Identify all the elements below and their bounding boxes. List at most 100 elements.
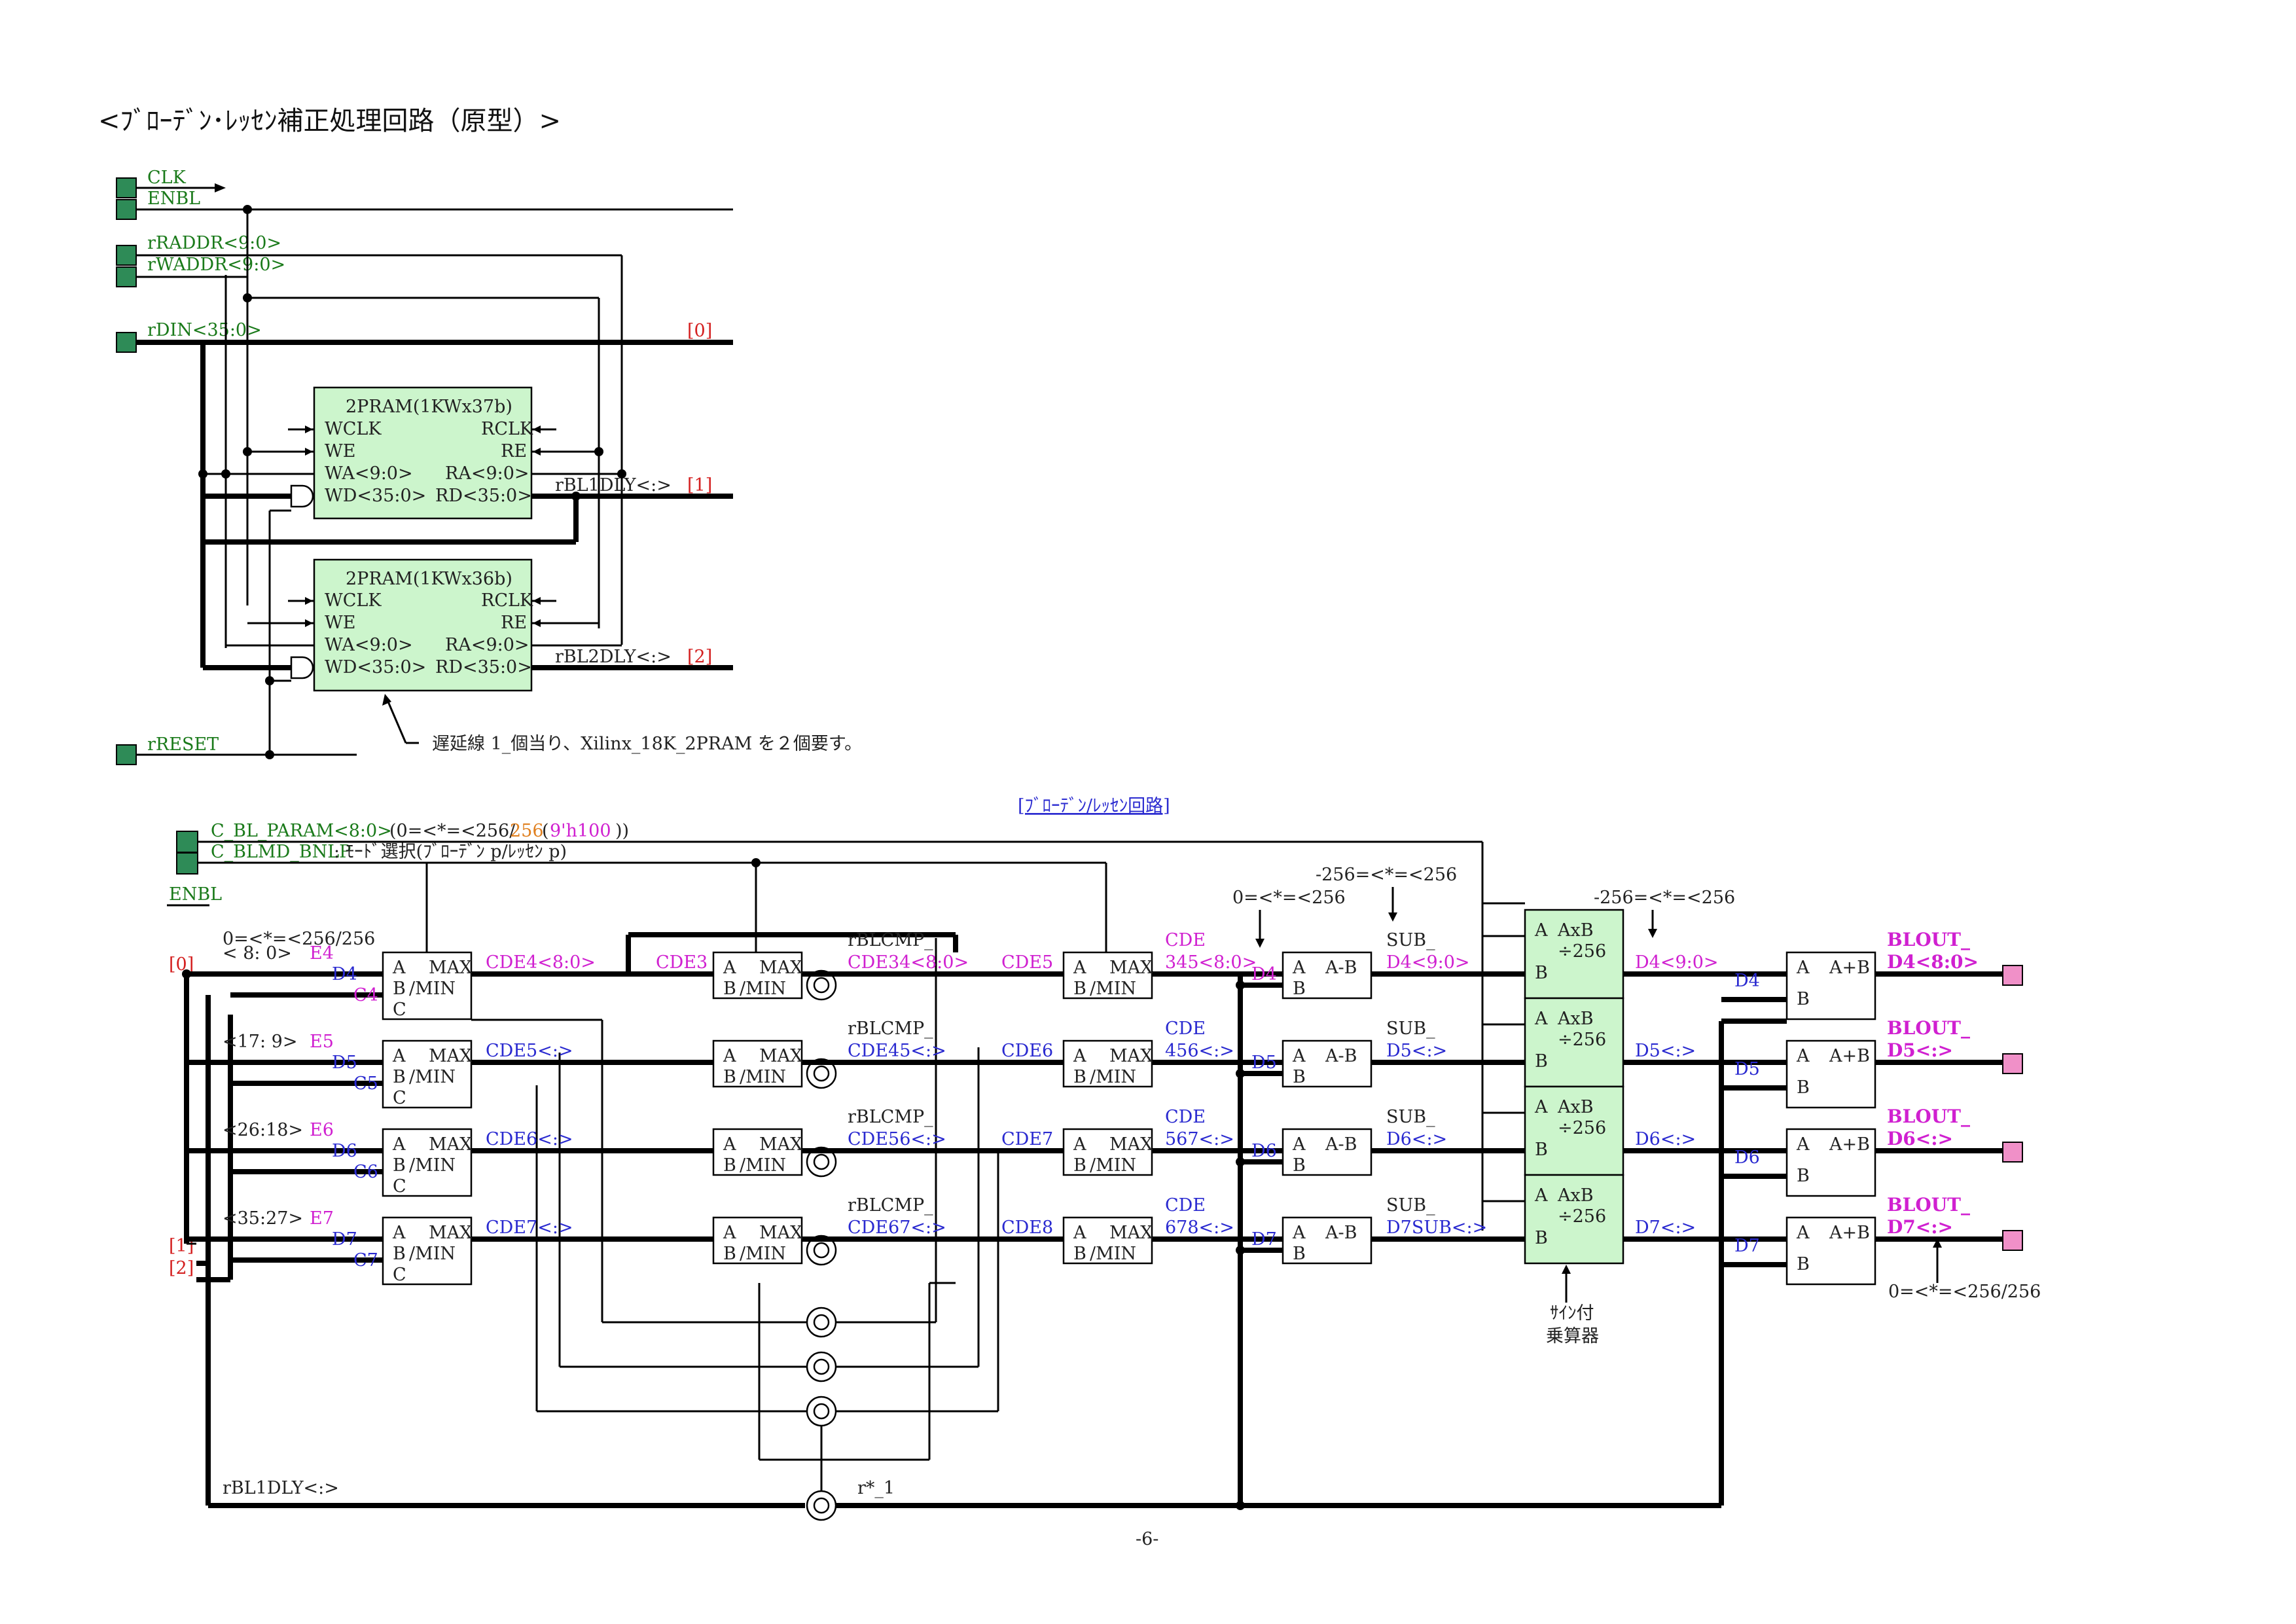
sub-out-1: SUB_ [1386,1107,1435,1127]
rblcmp-name: rBLCMP_ [848,930,933,950]
out-l2: D7<:> [1887,1216,1953,1238]
mm1-max: MAX [429,1046,473,1066]
sub-b: B [1293,1067,1306,1087]
mm3-b: B [1073,979,1086,999]
sub-out-2: D5<:> [1386,1041,1447,1061]
add-b: B [1797,1166,1810,1186]
out-l1: BLOUT_ [1887,1017,1970,1039]
ram1-title: 2PRAM(1KWx37b) [346,397,512,417]
maxmin2-block-3 [712,1128,803,1176]
add-block-4 [1785,1216,1876,1286]
raddr-label: rRADDR<9:0> [147,233,281,253]
cde-out-1: CDE [1165,930,1206,950]
maxmin3-block-1 [1062,951,1153,1000]
maxmin-block-3 [382,1128,473,1197]
e-label: E6 [310,1120,334,1140]
mm1-a: A [392,958,406,978]
section-link[interactable]: [ﾌﾞﾛｰﾃﾞﾝ/ﾚｯｾﾝ回路] [1018,796,1170,816]
add-in: D5 [1734,1059,1760,1079]
subtractors [1282,951,1372,1265]
mm2-a: A [723,1046,736,1066]
slice-label: <17: 9> [223,1032,297,1052]
rblcmp-bus: CDE67<:> [848,1218,946,1238]
blmd-label: C_BLMD_BNLP [211,842,351,862]
e-label: E7 [310,1208,334,1229]
out-l1: BLOUT_ [1887,929,1970,950]
sub-op: A-B [1325,1046,1357,1066]
ram1-rclk: RCLK [481,419,533,439]
blmd-desc: : ﾓｰﾄﾞ選択(ﾌﾞﾛｰﾃﾞﾝ p/ﾚｯｾﾝ p) [334,842,567,862]
ram1-ra: RA<9:0> [445,463,529,484]
out-l2: D6<:> [1887,1128,1953,1149]
add-a: A [1796,958,1810,978]
ram2-title: 2PRAM(1KWx36b) [346,569,512,589]
sub-op: A-B [1325,1223,1357,1243]
mm3-a: A [1073,958,1086,978]
bus1-label: rBL1DLY<:> [555,475,672,496]
enbl-port [116,199,137,220]
maxmin-block-2 [382,1039,473,1109]
cde-in: CDE6 [1001,1041,1053,1061]
waddr-label: rWADDR<9:0> [147,255,285,275]
sub-b: B [1293,1244,1306,1264]
add-block-3 [1785,1128,1876,1197]
mm1-b: B [393,1067,406,1087]
maxmin3-block-4 [1062,1216,1153,1265]
cde-label: CDE6<:> [486,1129,573,1149]
maxmin3-block-2 [1062,1039,1153,1088]
range-sub-mid: -256=<*=<256 [1316,865,1457,885]
mm2-b: B [723,1067,736,1087]
mm3-min: /MIN [1090,979,1136,999]
multipliers [1524,909,1624,1265]
sub-out-1: SUB_ [1386,1195,1435,1216]
mm1-b: B [393,1244,406,1264]
reset-port [116,744,137,765]
range-mul: -256=<*=<256 [1594,888,1735,908]
mm2-min: /MIN [740,979,786,999]
mul-out: D4<9:0> [1635,952,1719,973]
ram2-wclk: WCLK [325,590,382,611]
mm3-b: B [1073,1244,1086,1264]
rblcmp-bus: CDE34<8:0> [848,952,969,973]
mm1-c: C [393,1088,406,1108]
stage3-maxmin [1062,951,1153,1265]
e-label: E4 [310,943,334,964]
mm2-a: A [723,1134,736,1155]
cde-label: CDE5<:> [486,1041,573,1061]
mm2-max: MAX [759,1046,803,1066]
sub-b: B [1293,979,1306,999]
mm2-min: /MIN [740,1067,786,1087]
mul-b: B [1535,1051,1548,1072]
stage1-maxmin [382,951,473,1286]
add-block-1 [1785,951,1876,1020]
delay-note: 遅延線 1_個当り、Xilinx_18K_2PRAM を２個要す。 [432,734,862,754]
sub-a: A [1292,1134,1306,1155]
mul-op: AxB [1557,920,1594,941]
add-op: A+B [1829,1223,1870,1243]
delay-line-section: CLK ENBL rRADDR<9:0> rWADDR<9:0> rDIN<35… [116,168,862,765]
add-in: D7 [1734,1236,1760,1256]
out-l2: D4<8:0> [1887,951,1979,973]
r-star: r*_1 [857,1478,895,1498]
mul-op: AxB [1557,1097,1594,1117]
sub-op: A-B [1325,958,1357,978]
mm1-max: MAX [429,1134,473,1155]
range-out: 0=<*=<256/256 [1888,1282,2041,1302]
mul-b: B [1535,1228,1548,1248]
add-in: D4 [1734,971,1760,991]
reset-label: rRESET [147,734,219,755]
mm1-b: B [393,1155,406,1176]
tap1-label: [1] [687,475,712,496]
mm3-min: /MIN [1090,1067,1136,1087]
mul-a: A [1534,1097,1548,1117]
ram2-wd: WD<35:0> [325,657,426,677]
mm1-b: B [393,979,406,999]
maxmin2-block-2 [712,1039,803,1088]
mul-op: AxB [1557,1185,1594,1206]
mm2-max: MAX [759,1134,803,1155]
bus-dly-label: rBL1DLY<:> [223,1478,339,1498]
slice-label: <35:27> [223,1208,303,1229]
cde-in: CDE8 [1001,1218,1053,1238]
ram2-wa: WA<9:0> [325,635,413,655]
mm3-a: A [1073,1223,1086,1243]
